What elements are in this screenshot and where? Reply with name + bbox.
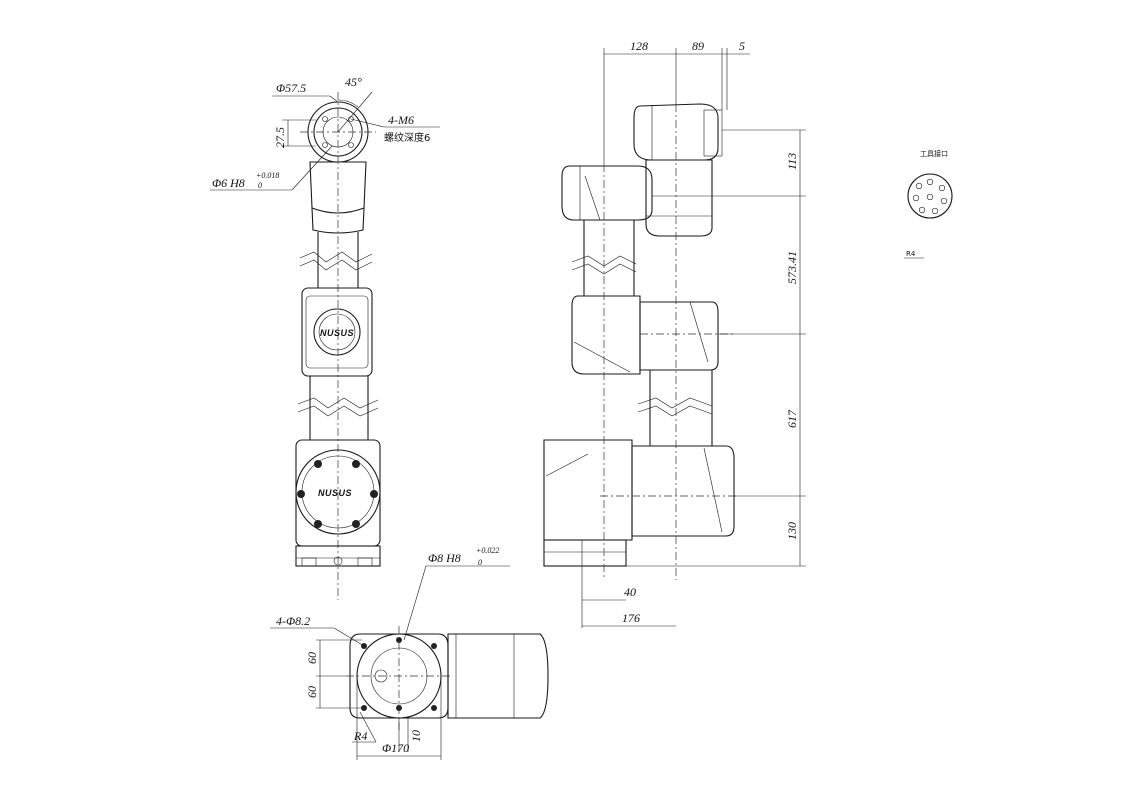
- dim-d27-5: 27.5: [273, 127, 287, 148]
- cover-screw: [314, 460, 322, 468]
- dim-60b: 60: [305, 686, 319, 698]
- dim-leader: [359, 711, 377, 743]
- dim-leader: [329, 95, 339, 103]
- elbow-logo: NUSUS: [320, 328, 354, 338]
- wrist1: [561, 165, 653, 221]
- break-line: [571, 263, 637, 275]
- shoulder-left: [543, 439, 633, 541]
- cover-screw: [297, 490, 305, 498]
- dim-d170: Φ170: [382, 741, 409, 755]
- dim-leader: [333, 627, 365, 647]
- connector-pin: [926, 178, 934, 186]
- dim-d6-tol-lower: 0: [258, 181, 262, 190]
- angle-leader: [337, 91, 373, 133]
- front-view: NUSUS NUSUS Φ57.5 45° 27.5 4-M: [210, 75, 440, 600]
- shoulder-right: [631, 445, 735, 537]
- dim-thread-depth: 螺纹深度6: [384, 131, 430, 144]
- connector-pin: [918, 206, 926, 214]
- angle-arc: [337, 99, 359, 108]
- break-line: [297, 405, 379, 417]
- dim-d57-5: Φ57.5: [276, 81, 306, 95]
- base-hole: [333, 556, 343, 566]
- dim-leader: [291, 145, 333, 191]
- m6-hole: [348, 142, 354, 148]
- elbow-chamfer: [689, 301, 709, 363]
- connector-r4: R4: [906, 250, 916, 258]
- dim-leader: [350, 118, 385, 128]
- m6-hole: [322, 116, 328, 122]
- dim-d8-tol-upper: +0.022: [476, 546, 499, 555]
- base-joint-body: [447, 633, 549, 719]
- break-line: [297, 397, 379, 409]
- mount-hole: [431, 705, 437, 711]
- dim-d6-tol-upper: +0.018: [256, 171, 279, 180]
- dim-617: 617: [785, 409, 799, 428]
- connector-pin: [940, 197, 948, 205]
- dim-573: 573.41: [785, 251, 799, 284]
- dim-holes: 4-Φ8.2: [276, 614, 310, 628]
- base-slot: [357, 557, 373, 567]
- cover-screw: [314, 520, 322, 528]
- connector-pin: [931, 207, 939, 215]
- base: [543, 539, 627, 567]
- break-line: [637, 397, 713, 409]
- connector-outline: [907, 173, 953, 219]
- base-view: Φ8 H8 +0.022 0 4-Φ8.2 60 60 R4 10 Φ170: [270, 546, 549, 760]
- elbow-left: [571, 295, 641, 375]
- cover-screw: [352, 460, 360, 468]
- dim-128: 128: [630, 39, 648, 53]
- connector-title: 工具接口: [920, 149, 948, 158]
- dim-r4: R4: [353, 729, 367, 743]
- dim-d6h8: Φ6 H8: [212, 176, 245, 190]
- cover-screw: [370, 490, 378, 498]
- elbow-chamfer: [573, 341, 631, 373]
- dim-d8h8: Φ8 H8: [428, 551, 461, 565]
- dim-113: 113: [785, 153, 799, 170]
- m6-hole: [322, 142, 328, 148]
- base-slot: [301, 557, 317, 567]
- mount-hole: [396, 637, 402, 643]
- dim-89: 89: [692, 39, 704, 53]
- dim-5: 5: [739, 39, 745, 53]
- base-foot: [295, 545, 381, 567]
- dim-176: 176: [622, 611, 640, 625]
- break-line: [299, 259, 373, 271]
- elbow-cover-inner: [318, 313, 356, 351]
- shoulder-logo: NUSUS: [318, 488, 352, 498]
- dim-40: 40: [624, 585, 636, 599]
- wrist2: [645, 159, 713, 237]
- connector-pin: [915, 182, 923, 190]
- cover-screw: [352, 520, 360, 528]
- base-plate: [349, 633, 449, 719]
- break-line: [299, 251, 373, 263]
- shoulder-chamfer: [545, 453, 589, 477]
- elbow-cover: [313, 308, 361, 356]
- mount-hole: [431, 643, 437, 649]
- dim-angle-45: 45°: [345, 75, 362, 89]
- elbow-right: [639, 301, 719, 371]
- dim-60a: 60: [305, 652, 319, 664]
- dim-10: 10: [409, 730, 423, 742]
- elbow-joint-inner: [305, 295, 369, 369]
- connector-pin: [926, 193, 934, 201]
- dim-leader: [403, 565, 427, 641]
- connector-pin: [912, 194, 920, 202]
- elbow-joint: [301, 287, 373, 377]
- mount-hole: [361, 705, 367, 711]
- tool-flange: [703, 109, 723, 157]
- wrist1-chamfer: [584, 175, 601, 221]
- connector-pin: [938, 184, 946, 192]
- tool-connector-detail: 工具接口 R4: [904, 149, 953, 259]
- dim-130: 130: [785, 522, 799, 540]
- shoulder-cover: [295, 449, 381, 535]
- dim-d8-tol-lower: 0: [478, 558, 482, 567]
- dim-m6: 4-M6: [388, 113, 414, 127]
- side-view: 128 89 5 113 573.41 617 130 40 176: [543, 39, 806, 628]
- shoulder-chamfer: [703, 447, 723, 533]
- wrist-cap: [311, 207, 365, 234]
- break-line: [637, 405, 713, 417]
